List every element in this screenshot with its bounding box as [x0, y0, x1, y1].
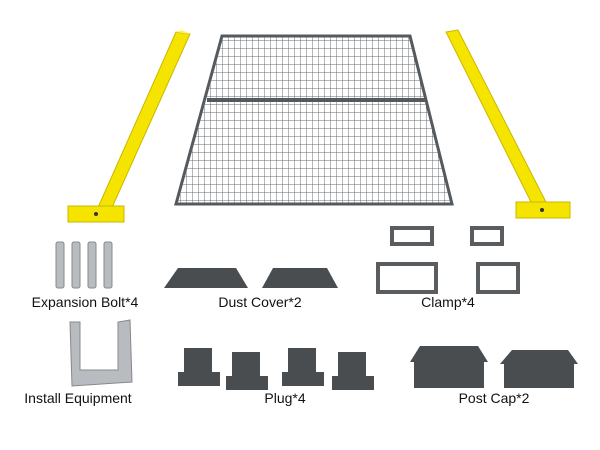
install-equipment: [69, 319, 133, 387]
dust-cover-label: Dust Cover*2: [218, 294, 302, 310]
dust-covers: [164, 268, 338, 288]
plugs: [178, 348, 374, 390]
clamp-label: Clamp*4: [421, 294, 475, 310]
post-cap-label: Post Cap*2: [458, 390, 530, 406]
left-post: [67, 30, 191, 223]
plug-label: Plug*4: [264, 390, 306, 406]
expansion-bolts: [55, 241, 113, 289]
post-caps: [410, 346, 578, 388]
expansion-bolt-label: Expansion Bolt*4: [31, 294, 139, 310]
mesh-panel: [174, 34, 454, 206]
install-equipment-label: Install Equipment: [24, 390, 132, 406]
clamps: [376, 226, 520, 294]
right-post: [445, 29, 571, 219]
